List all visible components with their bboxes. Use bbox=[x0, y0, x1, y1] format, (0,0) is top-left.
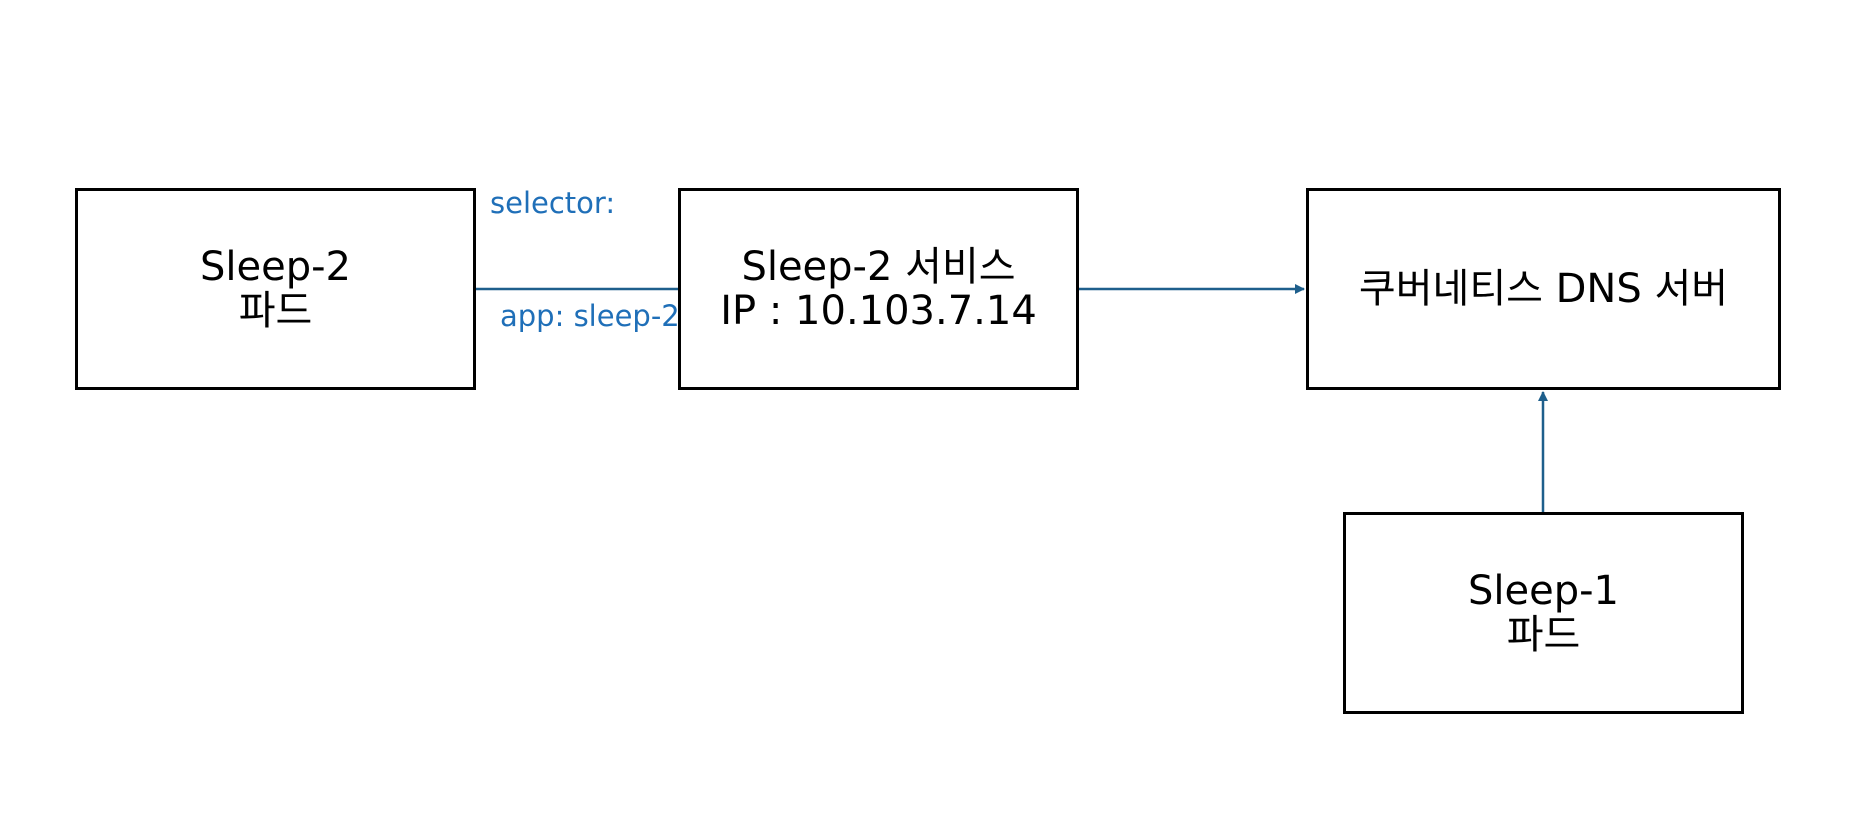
dns-server-box: 쿠버네티스 DNS 서버 bbox=[1306, 188, 1781, 390]
sleep2-pod-box: Sleep-2 파드 bbox=[75, 188, 476, 390]
selector-annotation: selector: app: sleep-2 bbox=[490, 110, 680, 412]
sleep2-pod-type: 파드 bbox=[238, 288, 313, 334]
sleep2-service-ip: IP : 10.103.7.14 bbox=[720, 288, 1037, 334]
dns-server-label: 쿠버네티스 DNS 서버 bbox=[1358, 266, 1729, 312]
sleep2-service-name: Sleep-2 서비스 bbox=[741, 244, 1016, 290]
selector-key: selector: bbox=[490, 186, 616, 221]
sleep2-service-box: Sleep-2 서비스 IP : 10.103.7.14 bbox=[678, 188, 1079, 390]
sleep1-pod-type: 파드 bbox=[1506, 612, 1581, 658]
sleep1-pod-box: Sleep-1 파드 bbox=[1343, 512, 1744, 714]
sleep1-pod-name: Sleep-1 bbox=[1468, 568, 1619, 614]
sleep2-pod-name: Sleep-2 bbox=[200, 244, 351, 290]
selector-value: app: sleep-2 bbox=[500, 299, 680, 334]
